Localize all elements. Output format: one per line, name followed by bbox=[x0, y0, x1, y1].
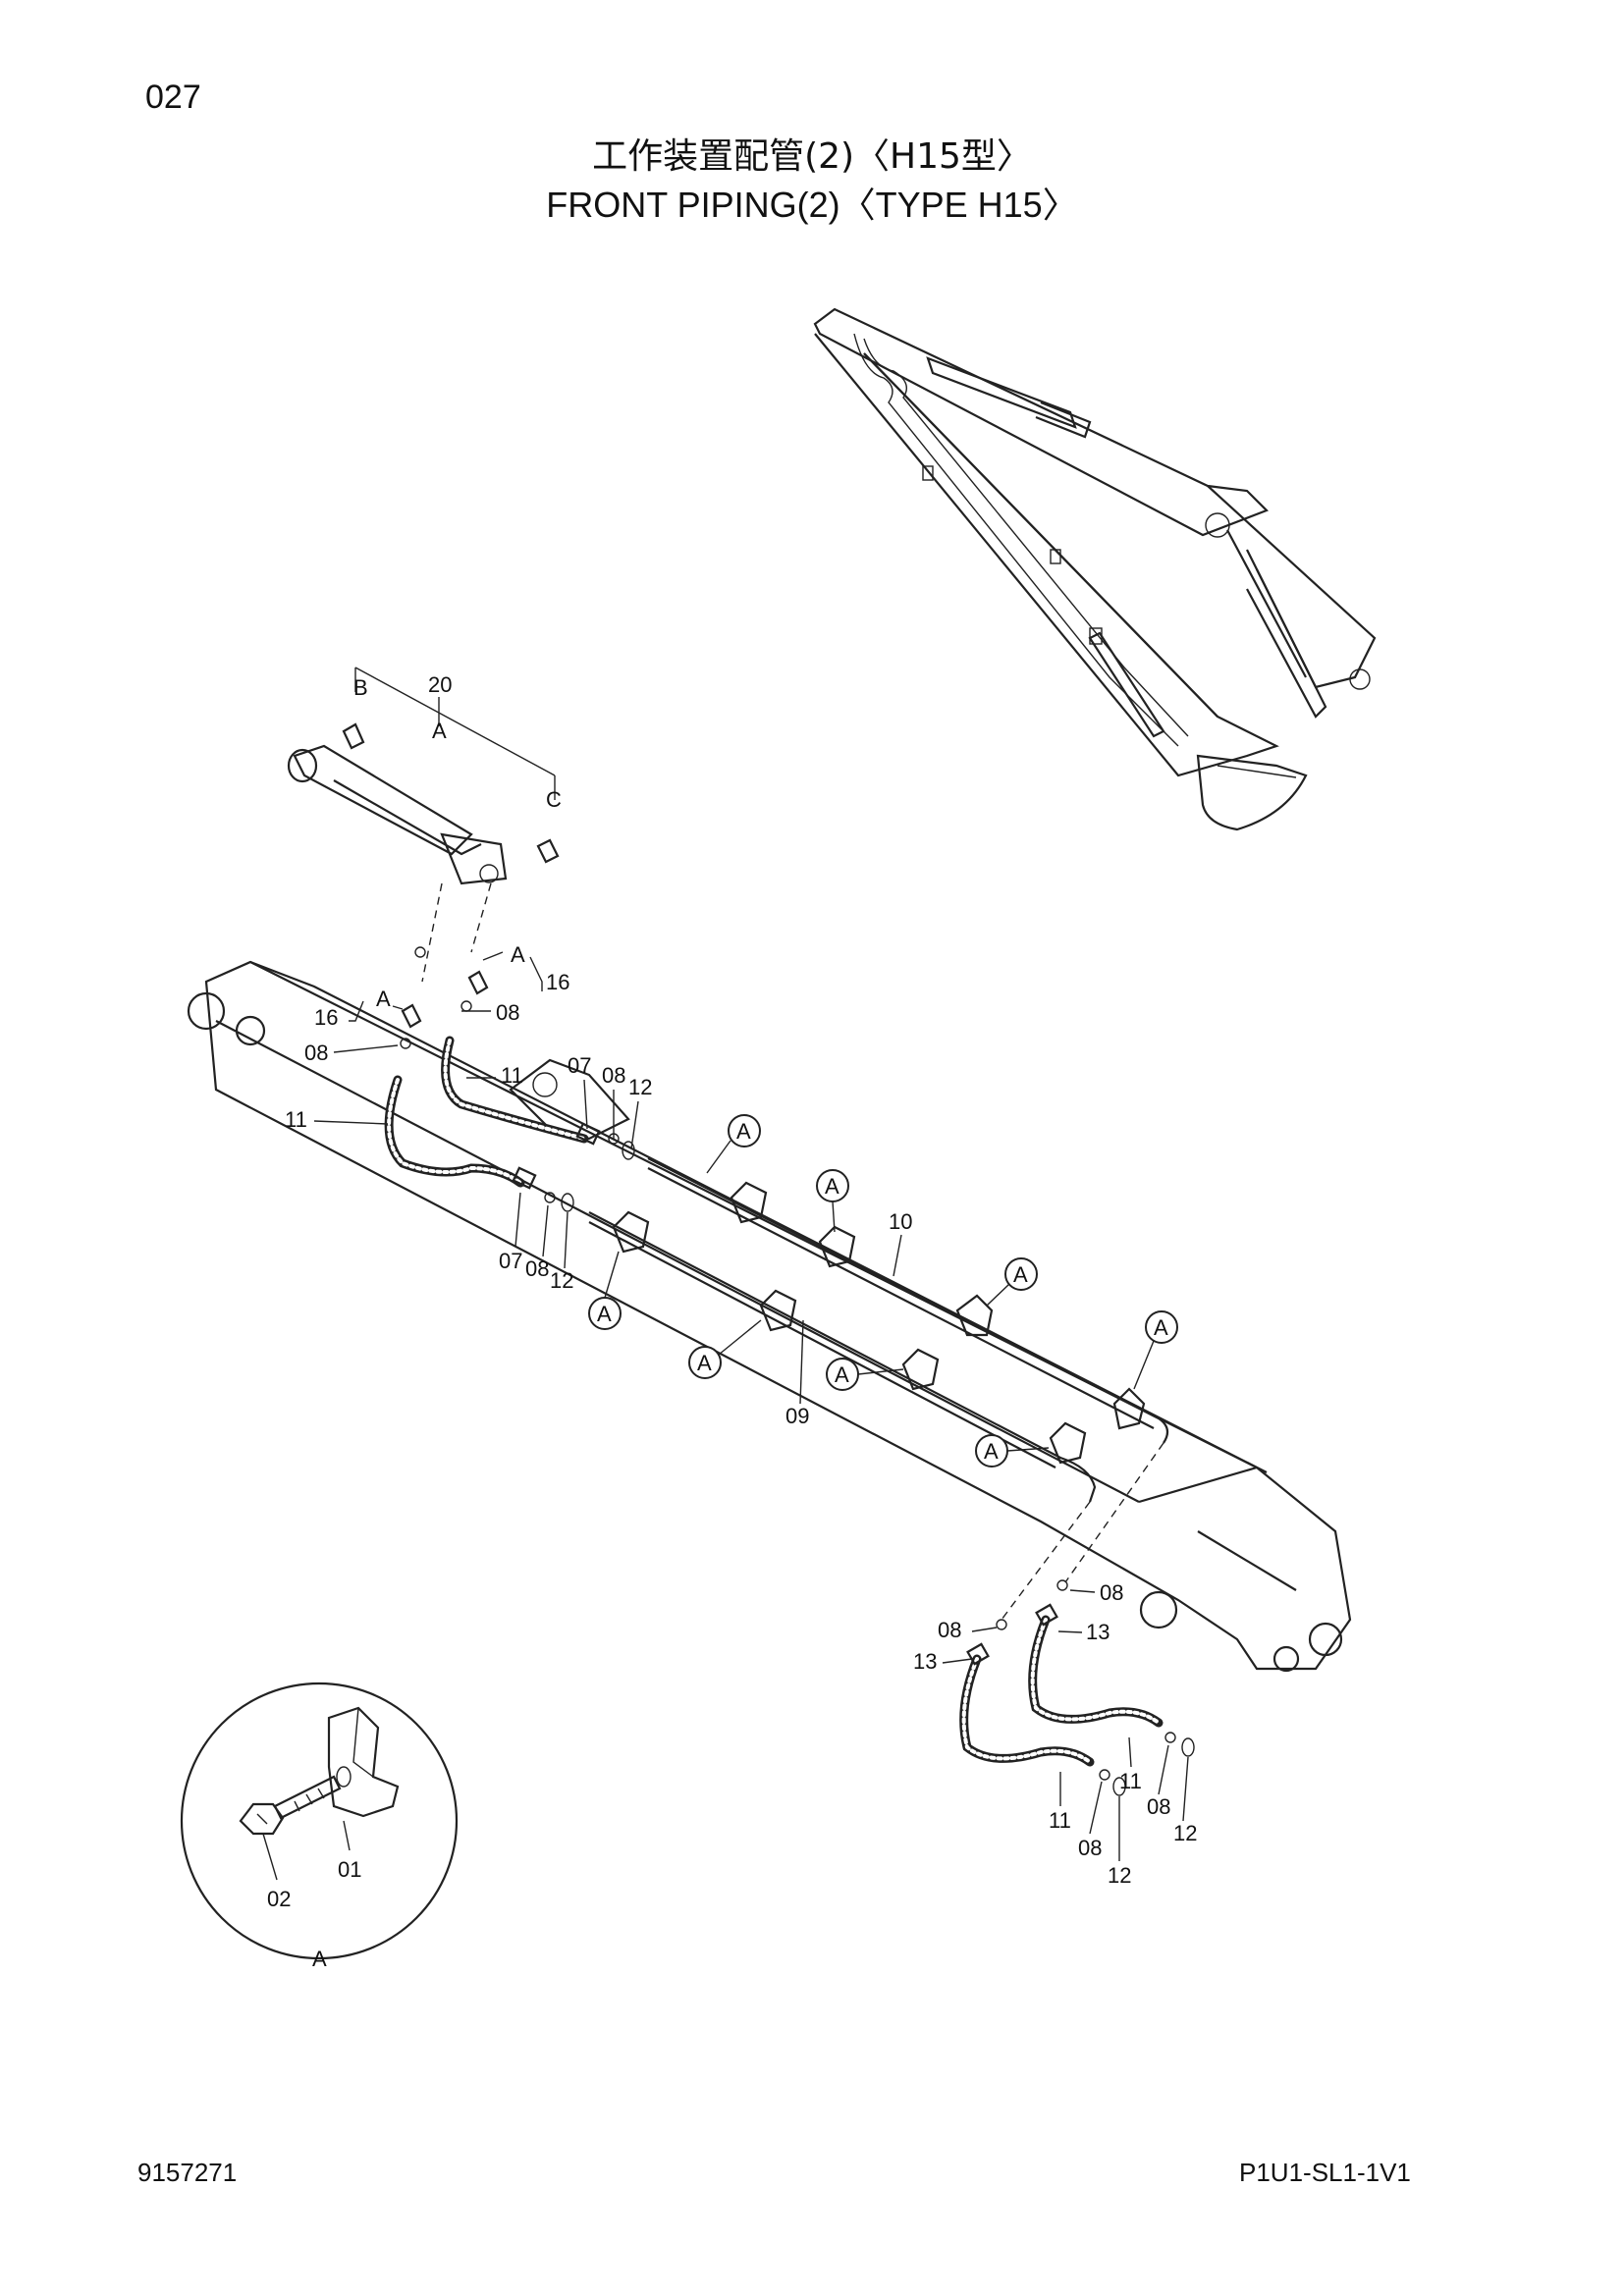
page-number: 027 bbox=[145, 79, 201, 116]
svg-text:A: A bbox=[597, 1302, 612, 1326]
label-ref-a-cyl: A bbox=[432, 719, 447, 743]
label-part-08-b: 08 bbox=[304, 1041, 328, 1065]
label-part-02: 02 bbox=[267, 1887, 291, 1911]
label-part-11-d: 11 bbox=[1049, 1808, 1071, 1833]
label-part-11-b: 11 bbox=[285, 1107, 307, 1132]
arm-cylinder-assembly bbox=[287, 667, 560, 983]
label-ref-c: C bbox=[546, 787, 562, 812]
label-part-08-h: 08 bbox=[1078, 1836, 1102, 1860]
callout-labels: B 20 A C A 16 08 A 16 08 11 11 07 08 12 … bbox=[285, 672, 1197, 1888]
label-part-12-b: 12 bbox=[550, 1268, 573, 1293]
label-part-08-c: 08 bbox=[602, 1063, 625, 1088]
label-part-12-a: 12 bbox=[628, 1075, 652, 1099]
svg-text:A: A bbox=[835, 1362, 849, 1387]
label-part-16-a: 16 bbox=[546, 970, 569, 994]
label-part-07-a: 07 bbox=[568, 1053, 591, 1078]
svg-text:A: A bbox=[825, 1174, 839, 1199]
label-part-08-e: 08 bbox=[1100, 1580, 1123, 1605]
clamp-ref-markers: A A A A A A A A bbox=[588, 1114, 1178, 1468]
label-part-08-a: 08 bbox=[496, 1000, 519, 1025]
label-part-12-c: 12 bbox=[1173, 1821, 1197, 1845]
label-detail-a: A bbox=[312, 1947, 327, 1971]
svg-text:A: A bbox=[1154, 1315, 1168, 1340]
label-part-16-b: 16 bbox=[314, 1005, 338, 1030]
clamp-ref-circle bbox=[1145, 1310, 1178, 1344]
label-part-08-d: 08 bbox=[525, 1256, 549, 1281]
detail-a-inset: 01 02 A bbox=[180, 1682, 459, 1971]
label-part-11-a: 11 bbox=[501, 1063, 523, 1088]
label-part-08-g: 08 bbox=[1147, 1794, 1170, 1819]
label-ref-a-1: A bbox=[511, 942, 525, 967]
title-japanese: 工作装置配管(2)〈H15型〉 bbox=[592, 136, 1032, 177]
boom-piping-assembly bbox=[187, 946, 1352, 1796]
title-english: FRONT PIPING(2)〈TYPE H15〉 bbox=[546, 185, 1078, 225]
label-ref-a-2: A bbox=[376, 987, 391, 1011]
label-part-08-f: 08 bbox=[938, 1618, 961, 1642]
label-part-09: 09 bbox=[785, 1404, 809, 1428]
svg-text:A: A bbox=[736, 1119, 751, 1144]
label-part-13-a: 13 bbox=[1086, 1620, 1110, 1644]
clamp-ref-circle bbox=[728, 1114, 761, 1148]
svg-text:A: A bbox=[1013, 1262, 1028, 1287]
sheet-id: P1U1-SL1-1V1 bbox=[1239, 2158, 1411, 2187]
machine-overview bbox=[813, 307, 1377, 831]
label-part-12-d: 12 bbox=[1108, 1863, 1131, 1888]
label-part-13-b: 13 bbox=[913, 1649, 937, 1674]
svg-text:A: A bbox=[697, 1351, 712, 1375]
label-part-10: 10 bbox=[889, 1209, 912, 1234]
clamp-ref-circle bbox=[688, 1346, 722, 1379]
label-part-11-c: 11 bbox=[1119, 1769, 1142, 1793]
svg-text:A: A bbox=[984, 1439, 999, 1464]
label-part-20: 20 bbox=[428, 672, 452, 697]
label-ref-b: B bbox=[353, 675, 368, 700]
label-part-07-b: 07 bbox=[499, 1249, 522, 1273]
clamp-ref-circle bbox=[1004, 1257, 1038, 1291]
label-part-01: 01 bbox=[338, 1857, 361, 1882]
document-number: 9157271 bbox=[137, 2158, 238, 2187]
